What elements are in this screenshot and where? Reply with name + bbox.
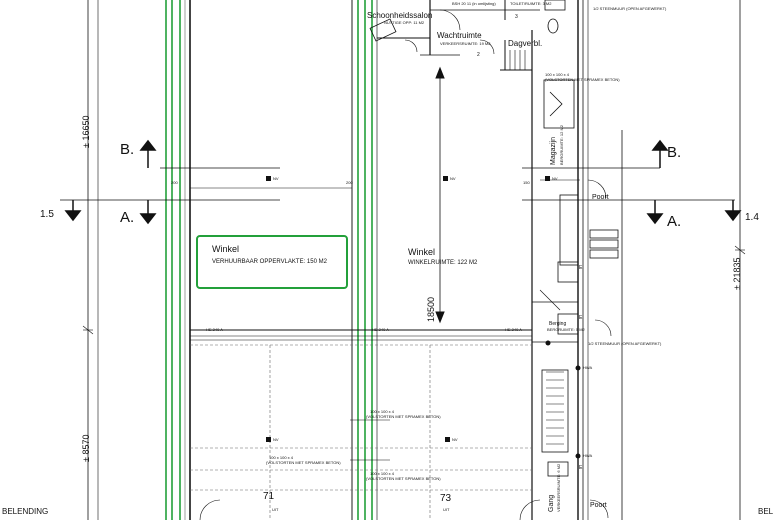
room-gang-area: VERKEERSRUIMTE: 6 M2 [556, 463, 561, 512]
marker-uit-1: UIT [272, 507, 279, 512]
note-column-1: 100 x 100 x 4 [370, 409, 395, 414]
section-label-b-right: B. [667, 144, 682, 161]
room-magazijn: Magazijn [550, 136, 557, 165]
room-number-2: 2 [477, 52, 480, 58]
marker-nv-3: NV [552, 176, 558, 181]
wall-width-200-left: 200 [171, 180, 178, 185]
marker-e-3: E [579, 465, 583, 471]
dimension-8570: ± 8570 [81, 434, 91, 462]
room-toilet: TOILET/RUIMTE: 3 M2 [510, 1, 552, 6]
room-winkel-rental: Winkel [212, 244, 240, 254]
dimension-21835: ± 21835 [732, 257, 742, 290]
note-wall-top: 1/2 STEENMUUR (OPEN AFGEWERKT) [593, 6, 667, 11]
room-poort-bottom: Poort [590, 502, 607, 509]
section-label-a-right: A. [667, 213, 682, 230]
neighbour-label-right: BEL [758, 507, 774, 516]
room-number-3: 3 [515, 14, 518, 20]
room-poort-top: Poort [592, 194, 609, 201]
marker-nv-1: NV [273, 176, 279, 181]
marker-nv-4: NV [273, 437, 279, 442]
green-column-middle [357, 0, 373, 520]
marker-hwa-1: HWA [583, 365, 593, 370]
note-column-3-fill: (VOLSTORTEN MET SPRAMEX BETON) [366, 476, 441, 481]
neighbour-label-left: BELENDING [2, 507, 49, 516]
room-schoonheidssalon: Schoonheidssalon [367, 11, 433, 20]
note-column-4: 100 x 100 x 4 [545, 72, 570, 77]
room-winkel: Winkel [408, 247, 436, 257]
note-column-3: 100 x 100 x 4 [370, 471, 395, 476]
room-gang: Gang [548, 494, 555, 512]
beam-label-3: HE 240 A [505, 327, 522, 332]
note-wall-bottom: 1/2 STEENMUUR (OPEN AFGEWERKT) [588, 341, 662, 346]
section-label-a-left: A. [120, 209, 135, 226]
note-column-2-fill: (VOLSTORTEN MET SPRAMEX BETON) [266, 460, 341, 465]
marker-hwa-2: HWA [583, 453, 593, 458]
note-column-1-fill: (VOLSTORTEN MET SPRAMEX BETON) [366, 414, 441, 419]
beam-label-1: HE 240 A [206, 327, 223, 332]
room-winkel-rental-area: VERHUURBAAR OPPERVLAKTE: 150 M2 [212, 259, 327, 265]
unit-number-71: 71 [263, 491, 275, 502]
marker-uit-2: UIT [443, 507, 450, 512]
note-column-2: 100 x 100 x 4 [269, 455, 294, 460]
room-berging-area: BERGRUIMTE: 5 M2 [547, 327, 585, 332]
beam-label-2: HE 240 A [372, 327, 389, 332]
room-wachtruimte: Wachtruimte [437, 31, 482, 40]
room-wachtruimte-area: VERKEERSRUIMTE: 19 M2 [440, 41, 491, 46]
room-winkel-area: WINKELRUIMTE: 122 M2 [408, 260, 478, 266]
marker-nv-2: NV [450, 176, 456, 181]
room-magazijn-area: BERGRUIMTE: 12 M2 [559, 124, 564, 165]
room-dagverblijf: Dagverbl. [508, 39, 543, 48]
green-column-left [165, 0, 181, 520]
note-column-4-fill: (VOLSTORTEN MET SPRAMEX BETON) [545, 77, 620, 82]
marker-e-2: E [579, 315, 583, 321]
rental-area-box [196, 235, 348, 289]
wall-width-200-middle: 200 [346, 180, 353, 185]
marker-nv-5: NV [452, 437, 458, 442]
level-label-right: 1.4 [745, 212, 759, 223]
room-schoonheidssalon-area: NUTTIGE OPP: 11 M2 [384, 20, 425, 25]
room-berging: Berging [549, 321, 567, 327]
section-label-b-left: B. [120, 141, 135, 158]
marker-e-1: E [579, 265, 583, 271]
wall-width-150: 150 [523, 180, 530, 185]
bsh-label: BSH 20 11 (in omlijsting) [452, 1, 496, 6]
unit-number-73: 73 [440, 493, 452, 504]
dimension-18500: 18500 [426, 296, 436, 322]
dimension-16650: ± 16650 [81, 115, 91, 148]
level-label-left: 1.5 [40, 209, 54, 220]
